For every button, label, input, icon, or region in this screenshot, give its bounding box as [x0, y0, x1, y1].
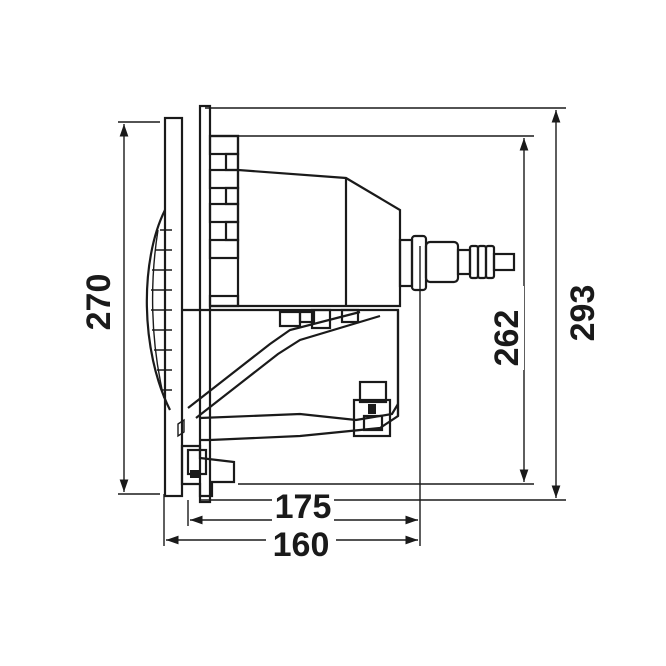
extension-lines — [118, 107, 566, 546]
dim-label-270: 270 — [80, 274, 118, 331]
bottom-clamp — [177, 418, 236, 498]
cable-gland — [398, 234, 516, 292]
connector-block — [352, 380, 392, 438]
dim-label-262: 262 — [488, 310, 526, 367]
lamp-side-view — [145, 104, 516, 504]
dim-label-293: 293 — [564, 285, 602, 342]
dim-label-175: 175 — [275, 488, 332, 526]
niche-plate — [198, 104, 212, 504]
dim-label-160: 160 — [273, 526, 330, 564]
front-flange — [163, 116, 184, 498]
